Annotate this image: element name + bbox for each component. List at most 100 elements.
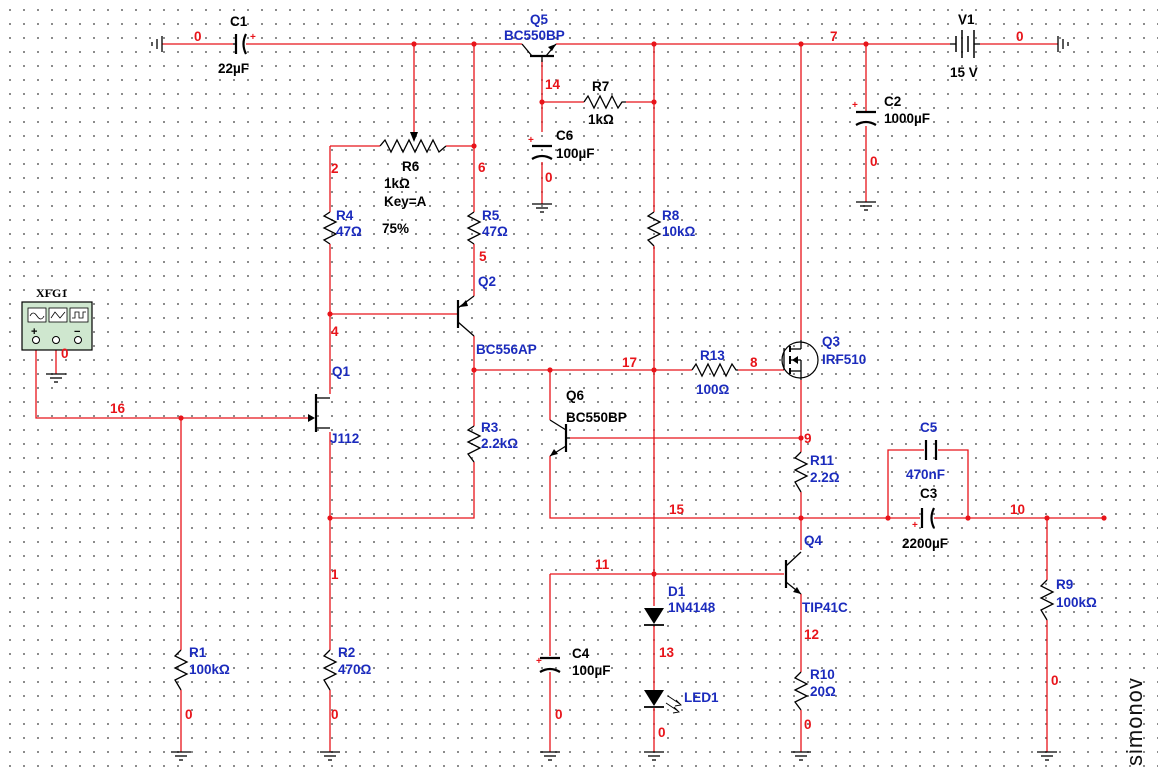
net-label: 0 xyxy=(61,346,69,361)
svg-text:+: + xyxy=(912,520,918,531)
label-q3-ref: Q3 xyxy=(822,334,841,349)
junction xyxy=(471,143,477,149)
transistor-q5-symbol[interactable] xyxy=(521,43,557,62)
label-r4-ref: R4 xyxy=(336,208,354,223)
potentiometer-r6-symbol[interactable] xyxy=(379,132,447,154)
label-d1-ref: D1 xyxy=(668,584,686,599)
label-r7-value: 1kΩ xyxy=(588,112,614,127)
label-r9-value: 100kΩ xyxy=(1056,595,1097,610)
label-c6-value: 100µF xyxy=(556,146,595,161)
net-label: 8 xyxy=(750,355,758,370)
label-c1-ref: C1 xyxy=(230,14,248,29)
jfet-q1-symbol[interactable] xyxy=(308,394,330,432)
resistor-r2-symbol[interactable] xyxy=(322,649,338,691)
function-generator-xfg1[interactable] xyxy=(21,301,93,351)
label-r13-ref: R13 xyxy=(700,348,725,363)
ground-icon xyxy=(171,751,191,761)
grounds xyxy=(46,36,1069,761)
resistor-r7-symbol[interactable] xyxy=(583,94,626,110)
resistor-r8-symbol[interactable] xyxy=(646,211,662,247)
junction xyxy=(651,571,657,577)
transistor-q4-symbol[interactable] xyxy=(784,551,802,595)
junction xyxy=(651,367,657,373)
svg-text:+: + xyxy=(852,100,858,111)
label-r10-ref: R10 xyxy=(810,667,835,682)
label-r8-ref: R8 xyxy=(662,208,680,223)
resistor-r10-symbol[interactable] xyxy=(793,671,809,711)
capacitor-c4-symbol[interactable]: + xyxy=(536,656,561,673)
net-label: 0 xyxy=(804,717,812,732)
label-q5-part: BC550BP xyxy=(504,28,565,43)
junction xyxy=(327,311,333,317)
label-c5-value: 470nF xyxy=(906,467,945,482)
net-label: 13 xyxy=(659,645,675,660)
capacitor-c6-symbol[interactable]: + xyxy=(528,135,553,160)
label-r6-value: 1kΩ xyxy=(384,176,410,191)
capacitor-c1-symbol[interactable]: + xyxy=(233,32,256,55)
ground-icon xyxy=(151,36,163,52)
label-c1-value: 22µF xyxy=(218,61,249,76)
label-r7-ref: R7 xyxy=(592,79,609,94)
component-labels: C1 22µF Q5 BC550BP V1 15 V C2 1000µF R7 … xyxy=(31,12,1097,705)
diode-d1-symbol[interactable] xyxy=(644,608,664,626)
resistor-r1-symbol[interactable] xyxy=(173,649,189,691)
junction xyxy=(178,415,184,421)
capacitor-c5-symbol[interactable] xyxy=(924,440,938,460)
mosfet-q3-symbol[interactable] xyxy=(781,340,819,380)
net-label: 0 xyxy=(545,170,553,185)
wire-c5-right xyxy=(938,449,969,518)
net-label: 11 xyxy=(595,557,610,572)
label-r1-ref: R1 xyxy=(189,645,207,660)
label-r6-key: Key=A xyxy=(384,194,427,209)
junction xyxy=(798,515,804,521)
junction xyxy=(798,41,804,47)
ground-icon xyxy=(1037,751,1057,761)
net-label: 10 xyxy=(1010,502,1025,517)
label-xfg1-ref: XFG1 xyxy=(36,286,67,300)
transistor-q6-symbol[interactable] xyxy=(549,419,570,457)
label-c3-value: 2200µF xyxy=(902,536,948,551)
junction xyxy=(885,515,891,521)
label-r9-ref: R9 xyxy=(1056,577,1073,592)
resistor-r9-symbol[interactable] xyxy=(1039,579,1055,621)
led1-symbol[interactable] xyxy=(644,690,682,714)
label-q2-ref: Q2 xyxy=(478,274,496,289)
resistor-r3-symbol[interactable] xyxy=(466,425,482,463)
label-xfg1-pin-minus: − xyxy=(74,326,80,338)
label-q4-part: TIP41C xyxy=(802,600,848,615)
resistor-r5-symbol[interactable] xyxy=(466,211,482,245)
net-label: 16 xyxy=(110,401,126,416)
label-r6-setting: 75% xyxy=(382,221,409,236)
net-label: 12 xyxy=(804,627,819,642)
net-labels: 0 0 7 14 0 0 2 6 5 4 0 17 8 16 9 15 10 1… xyxy=(61,29,1059,740)
label-q1-ref: Q1 xyxy=(332,364,351,379)
label-xfg1-pin-plus: + xyxy=(31,326,37,338)
label-r2-ref: R2 xyxy=(338,645,355,660)
net-label: 0 xyxy=(331,707,339,722)
net-label: 6 xyxy=(478,160,486,175)
ground-icon xyxy=(320,751,340,761)
ground-icon xyxy=(46,373,66,383)
label-r13-value: 100Ω xyxy=(696,382,730,397)
wire-r3-bottom xyxy=(330,462,475,519)
label-r2-value: 470Ω xyxy=(338,662,372,677)
capacitor-c3-symbol[interactable]: + xyxy=(912,507,935,531)
transistor-q2-symbol[interactable] xyxy=(456,295,475,337)
battery-v1-symbol[interactable] xyxy=(950,30,980,58)
label-q6-part: BC550BP xyxy=(566,410,627,425)
resistor-r4-symbol[interactable] xyxy=(322,211,338,245)
net-label: 0 xyxy=(658,725,666,740)
ground-icon xyxy=(644,751,664,761)
junctions xyxy=(178,41,1107,577)
resistor-r13-symbol[interactable] xyxy=(691,362,738,378)
triangle-wave-icon xyxy=(50,311,66,319)
net-label: 4 xyxy=(331,324,339,339)
junction xyxy=(471,41,477,47)
resistor-r11-symbol[interactable] xyxy=(793,451,809,493)
net-label: 5 xyxy=(479,249,487,264)
capacitor-c2-symbol[interactable]: + xyxy=(852,100,877,126)
label-c3-ref: C3 xyxy=(920,486,938,501)
svg-text:+: + xyxy=(536,656,542,667)
